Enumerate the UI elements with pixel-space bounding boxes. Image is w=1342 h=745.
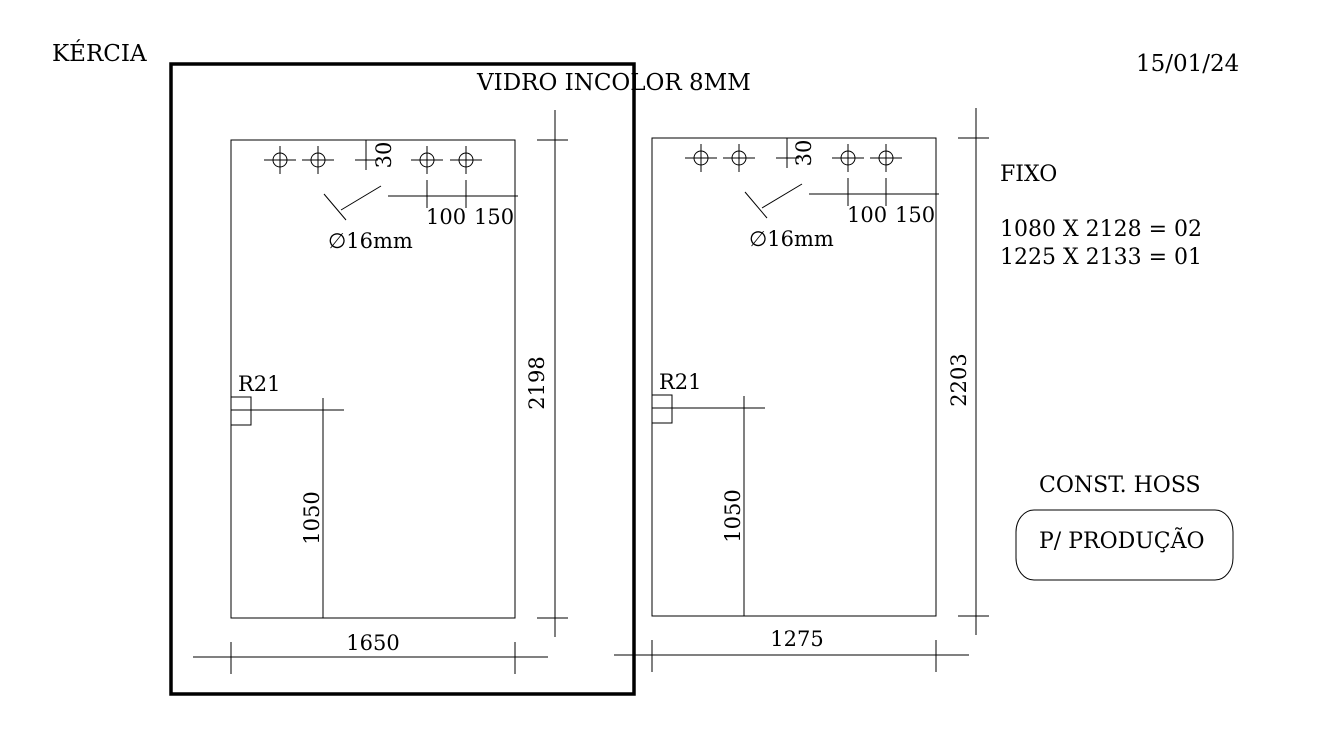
quantity-line-2: 1225 X 2133 = 01 [1000, 245, 1202, 270]
handle-height-label: 1050 [721, 489, 745, 542]
hole-offset-label: 30 [792, 140, 816, 167]
diameter-leader [761, 183, 803, 209]
hole-marker [870, 144, 902, 172]
client-name: KÉRCIA [52, 40, 147, 67]
date: 15/01/24 [1136, 51, 1239, 77]
hole-spacing-2-label: 150 [895, 203, 935, 227]
hole-marker [685, 144, 717, 172]
hole-marker [302, 146, 334, 174]
diameter-leader [340, 185, 382, 211]
panel-2: 30 100 150 ∅16mm R21 1050 2203 1275 [614, 108, 989, 672]
panel-1-outline [230, 139, 516, 619]
hole-spacing-1-label: 100 [426, 205, 466, 229]
hole-diameter-label: ∅16mm [749, 227, 834, 251]
panel-2-holes [685, 144, 902, 172]
hole-marker [450, 146, 482, 174]
hole-marker [832, 144, 864, 172]
hole-diameter-label: ∅16mm [328, 229, 413, 253]
production-stamp-box [1015, 509, 1234, 581]
radius-detail [651, 394, 673, 424]
hole-marker [411, 146, 443, 174]
hole-spacing-1-label: 100 [847, 203, 887, 227]
panel-1-holes [264, 146, 482, 174]
hole-marker [723, 144, 755, 172]
glass-type-label: FIXO [1000, 162, 1057, 187]
height-label: 2203 [947, 353, 971, 406]
panel-2-outline [651, 137, 937, 617]
selection-frame [169, 62, 636, 696]
handle-height-label: 1050 [300, 491, 324, 544]
production-stamp: P/ PRODUÇÃO [1039, 526, 1205, 554]
radius-detail [230, 396, 252, 426]
height-label: 2198 [525, 356, 549, 409]
width-label: 1275 [770, 627, 823, 651]
radius-label: R21 [659, 370, 702, 394]
hole-marker [264, 146, 296, 174]
panel-1: 30 100 150 ∅16mm R21 1050 2198 1650 [193, 110, 568, 674]
quantity-line-1: 1080 X 2128 = 02 [1000, 217, 1202, 242]
width-label: 1650 [346, 631, 399, 655]
hole-offset-label: 30 [372, 142, 396, 169]
company-name: CONST. HOSS [1039, 473, 1201, 498]
hole-spacing-2-label: 150 [474, 205, 514, 229]
material-title: VIDRO INCOLOR 8MM [476, 70, 751, 96]
radius-label: R21 [238, 372, 281, 396]
